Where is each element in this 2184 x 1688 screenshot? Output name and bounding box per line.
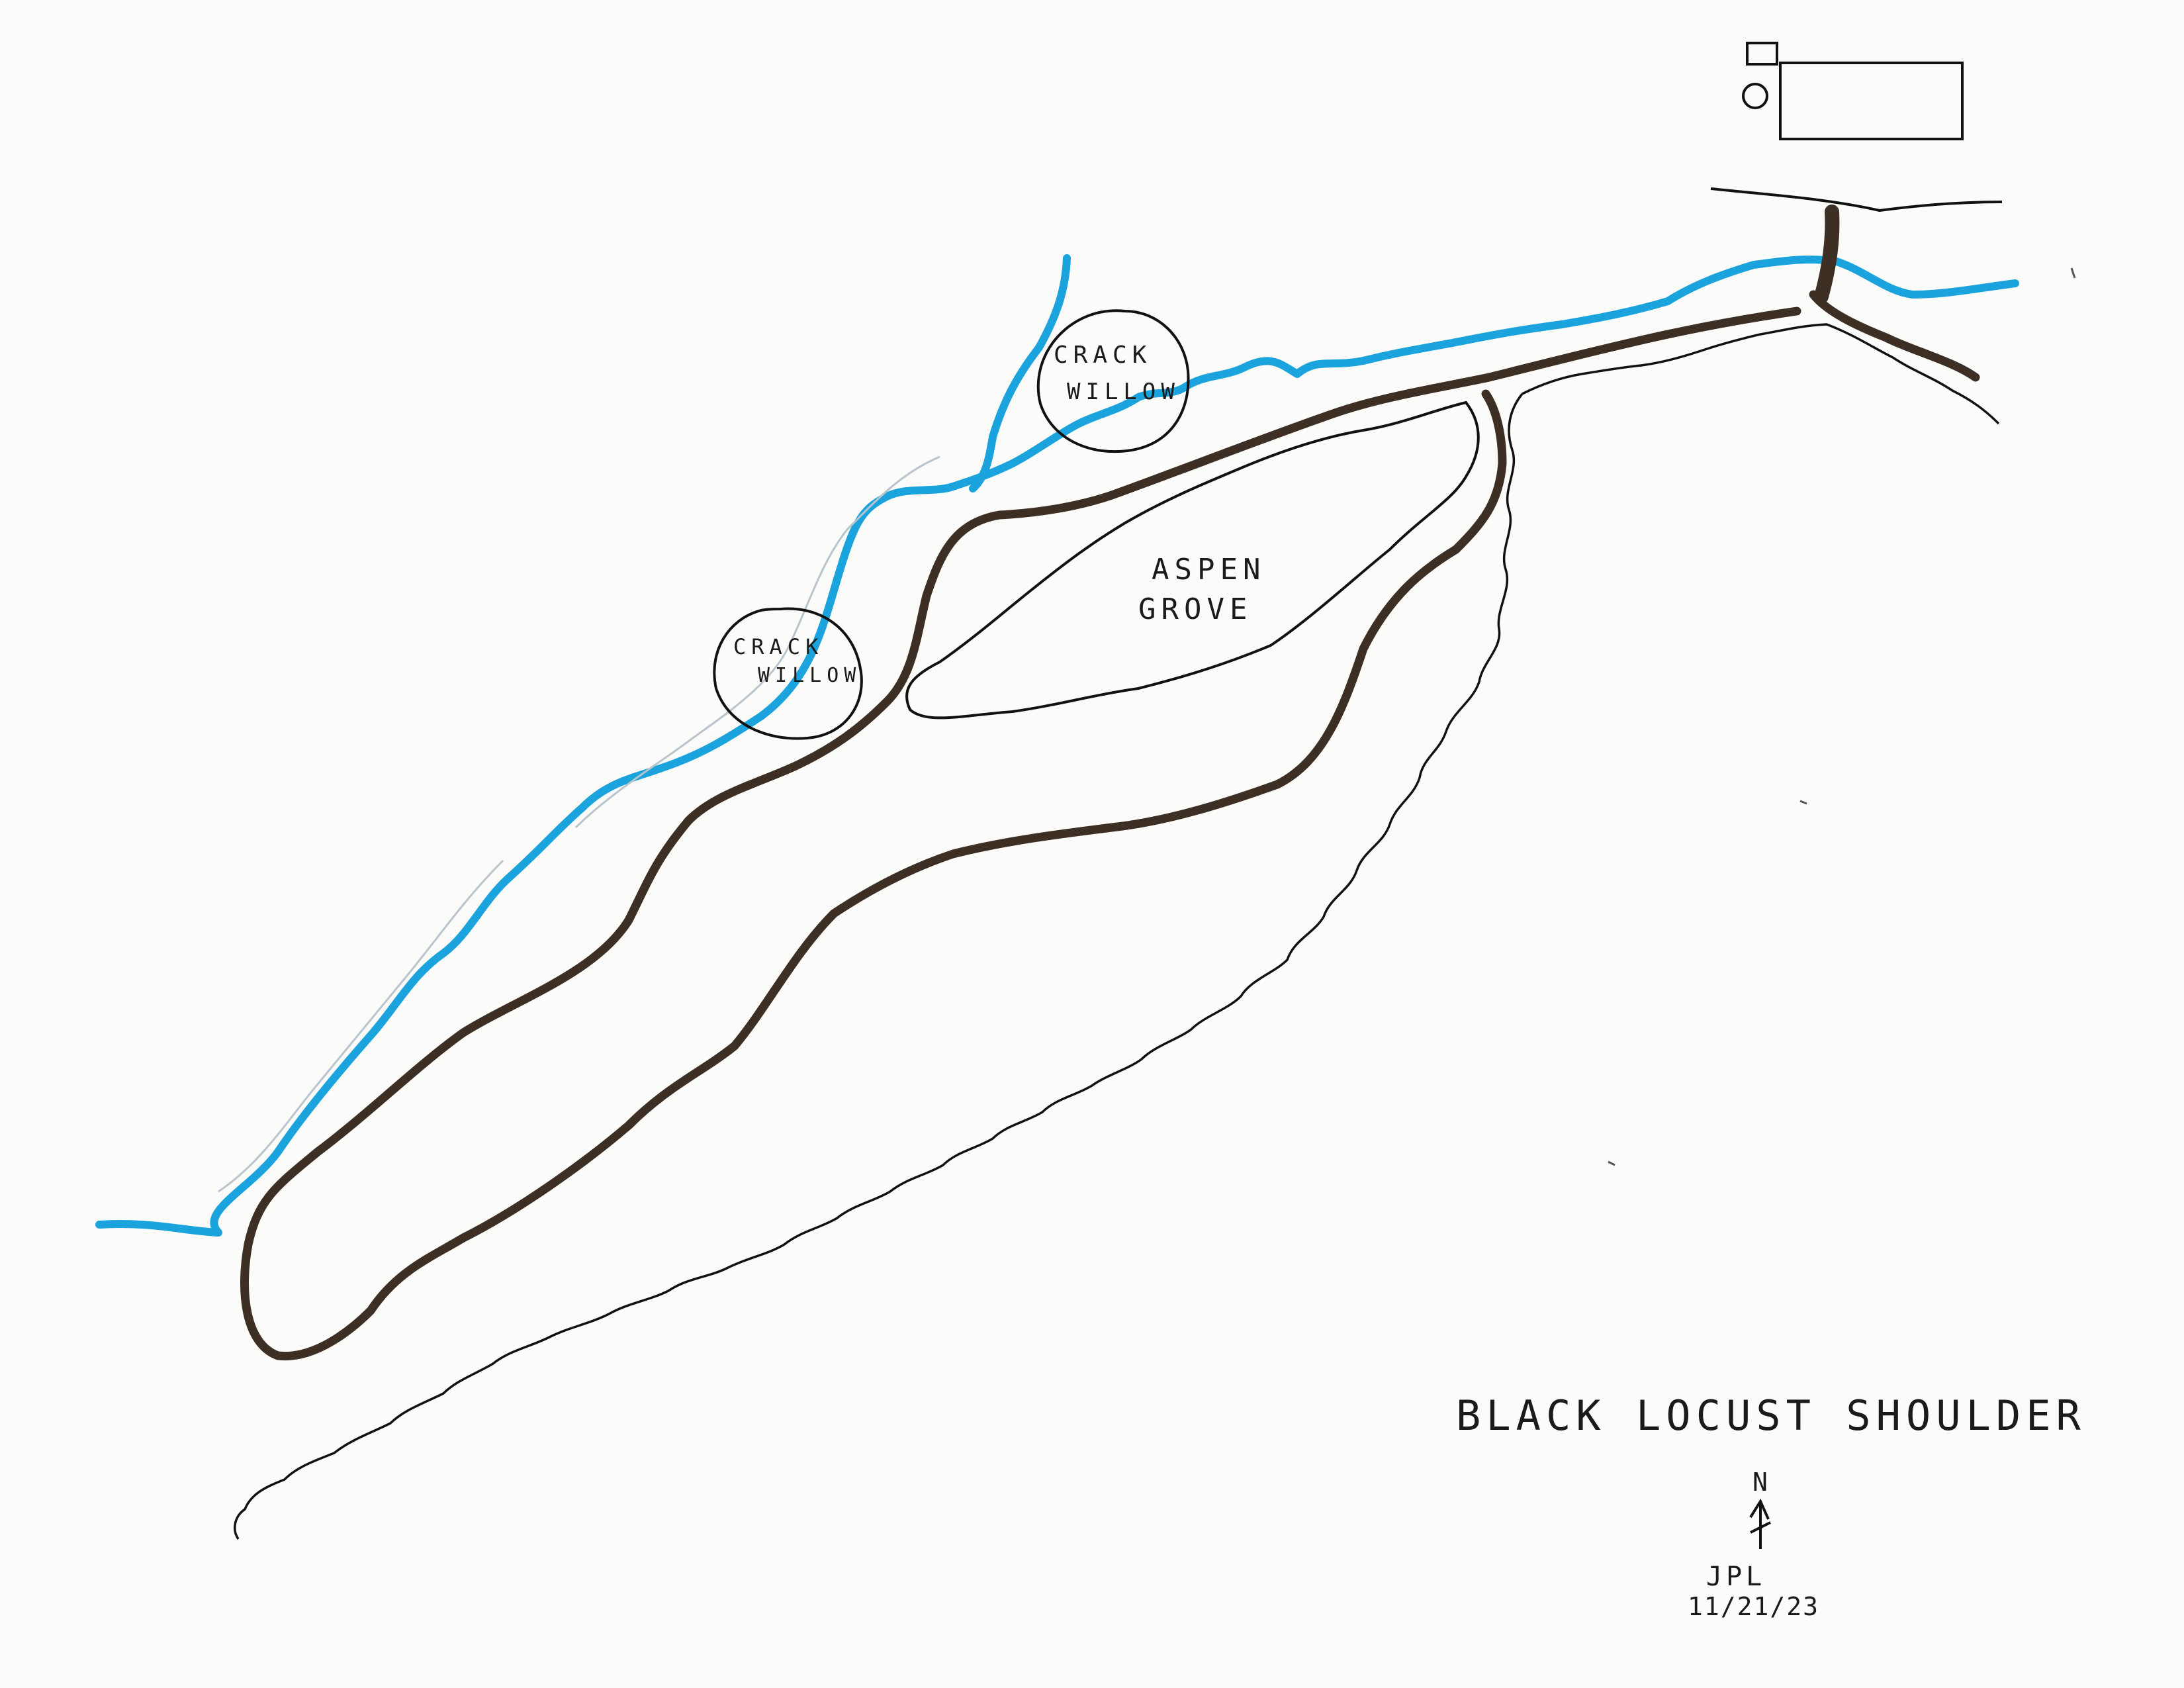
stream	[95, 254, 2019, 1237]
trail-loop	[240, 306, 1801, 1361]
stream-bank-pencil	[218, 455, 940, 1193]
crack-willow-upper-outline	[1036, 309, 1190, 453]
crack-willow-trees	[713, 309, 1190, 740]
trail-connector	[1814, 205, 1840, 304]
round-structure	[1742, 83, 1768, 109]
signature-initials: JPL	[1706, 1562, 1766, 1592]
road-edge	[1710, 187, 2003, 212]
north-arrow: N	[1749, 1468, 1771, 1549]
main-stream	[95, 256, 2019, 1237]
hillside-outlines	[234, 323, 2000, 1540]
small-shed	[1746, 42, 1778, 66]
north-arrow-letter: N	[1752, 1468, 1768, 1497]
buildings	[1742, 42, 1964, 140]
trail	[240, 205, 1980, 1361]
label-crack-willow-lower-2: WILLOW	[758, 664, 861, 687]
place-labels: CRACK WILLOW CRACK WILLOW ASPEN GROVE	[733, 342, 1265, 687]
label-crack-willow-upper-2: WILLOW	[1067, 379, 1180, 405]
label-crack-willow-lower-1: CRACK	[733, 634, 823, 659]
trail-spur	[1809, 290, 1980, 382]
aspen-grove-outline	[905, 400, 1480, 720]
tributary-stream	[969, 254, 1071, 492]
signature-date: 11/21/23	[1688, 1592, 1819, 1621]
map-title: BLACK LOCUST SHOULDER	[1456, 1391, 2086, 1440]
main-building	[1779, 62, 1964, 140]
label-crack-willow-upper-1: CRACK	[1054, 342, 1152, 369]
label-aspen: ASPEN	[1152, 553, 1265, 586]
stray-marks	[1608, 267, 2076, 1166]
label-grove: GROVE	[1138, 592, 1252, 626]
north-arrow-icon	[1749, 1498, 1771, 1549]
crack-willow-lower-outline	[713, 607, 863, 740]
ridge-top-right	[1522, 323, 2000, 425]
ridge-inner	[234, 393, 1524, 1540]
